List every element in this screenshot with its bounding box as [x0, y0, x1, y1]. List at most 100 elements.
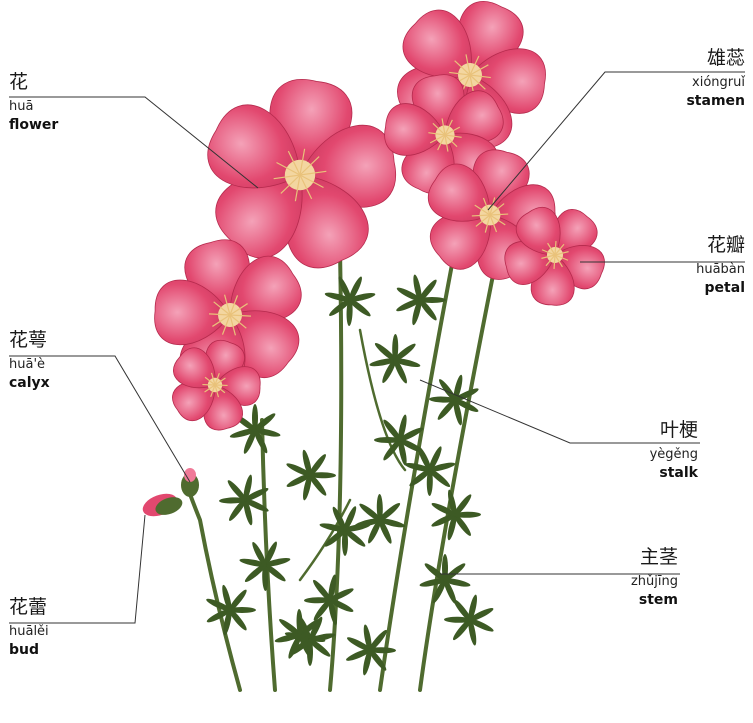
- leaf-lobe: [398, 438, 424, 453]
- stamen-filament: [212, 314, 231, 327]
- leaf-cluster-3: [239, 541, 291, 591]
- leaf-cluster-1: [229, 404, 281, 454]
- stamen-filament: [208, 313, 231, 316]
- stamen-filament: [210, 372, 216, 386]
- stamen-filament: [454, 60, 471, 76]
- leaf-lobe: [453, 513, 471, 536]
- stamen-filament: [299, 156, 320, 176]
- stamen-filament: [280, 174, 301, 194]
- label-calyx-zh: 花萼: [9, 329, 48, 351]
- leaf-lobe: [313, 598, 332, 621]
- flower-large-top-left: [207, 79, 397, 269]
- leaf-lobe: [431, 503, 457, 517]
- stamen-filament: [444, 134, 449, 152]
- leaf-cluster-4: [206, 584, 256, 636]
- bud-sepals: [155, 497, 183, 515]
- leaf-lobe: [228, 607, 256, 613]
- label-stamen: 雄蕊 xióngruǐ stamen: [686, 47, 745, 109]
- label-petal-zh: 花瓣: [706, 234, 745, 256]
- leaf-lobe: [398, 427, 424, 442]
- stamen-filament: [469, 74, 491, 79]
- stamen-filament: [276, 161, 301, 176]
- petal: [402, 9, 472, 79]
- leader-flower: [9, 96, 259, 189]
- leaf-lobe: [228, 608, 247, 631]
- label-stem-en: stem: [638, 591, 678, 608]
- stem-1: [183, 478, 242, 692]
- leaf-lobe: [206, 608, 232, 623]
- stamen-filament: [469, 55, 480, 76]
- stamen-filament: [428, 132, 446, 136]
- leaf-lobe: [412, 298, 422, 326]
- leaf-lobe: [368, 629, 388, 652]
- leaf-lobe: [453, 398, 462, 426]
- leaf-lobe: [374, 437, 402, 443]
- leader-stalk: [419, 379, 700, 444]
- leaf-lobe: [468, 608, 494, 622]
- stamen-filament: [299, 174, 324, 189]
- leaf-lobe: [343, 506, 357, 532]
- leaf-lobe: [428, 446, 442, 472]
- leaf-lobe: [324, 528, 347, 547]
- label-petal-en: petal: [704, 279, 745, 296]
- petal: [154, 279, 231, 346]
- label-flower: 花 huā flower: [9, 71, 58, 133]
- leaf-lobe: [418, 297, 446, 303]
- leaf-lobe: [376, 494, 383, 522]
- stamen-filament: [553, 254, 556, 270]
- leaf-lobe: [338, 276, 352, 302]
- leaf-lobe: [393, 343, 416, 362]
- leaf-lobe: [378, 518, 392, 544]
- stamen-filament: [273, 174, 301, 180]
- leaf-cluster-15: [324, 276, 376, 326]
- stamen-filament: [299, 148, 306, 176]
- leaf-lobe: [229, 498, 247, 521]
- stamen-filament: [471, 214, 491, 217]
- leaf-lobe: [468, 618, 494, 632]
- leaf-lobe: [206, 598, 232, 612]
- leaf-lobe: [227, 480, 247, 502]
- stamen-filament: [489, 213, 509, 216]
- label-stamen-pinyin: xióngruǐ: [692, 74, 745, 90]
- leaf-lobe: [343, 528, 366, 547]
- stamen-filament: [545, 254, 556, 267]
- leaf-lobe: [378, 502, 401, 522]
- leaf-lobe: [453, 511, 481, 518]
- leaf-lobe: [253, 413, 276, 432]
- leaf-lobe: [468, 594, 477, 622]
- leaf-lobe: [263, 563, 286, 582]
- leader-calyx: [9, 355, 191, 483]
- leaf-lobe: [442, 554, 448, 582]
- stamen-filament: [429, 134, 446, 144]
- leaf-lobe: [328, 588, 354, 602]
- label-stalk-en: stalk: [659, 464, 698, 481]
- leaf-lobe: [243, 488, 269, 502]
- leaf-lobe: [359, 503, 382, 522]
- stamen-filament: [547, 242, 556, 256]
- leaf-lobe: [288, 638, 312, 656]
- stamen-filament: [214, 384, 220, 398]
- stamen-filament: [437, 134, 446, 151]
- stamen-filament: [554, 251, 569, 256]
- stamen-filament: [214, 384, 226, 394]
- leaf-lobe: [328, 598, 337, 626]
- stamen-filament: [554, 254, 563, 268]
- leaf-lobe: [418, 298, 437, 321]
- label-petal-pinyin: huābàn: [696, 261, 745, 277]
- leaf-lobe: [439, 379, 457, 402]
- label-calyx: 花萼 huā'è calyx: [9, 329, 50, 391]
- leaf-lobe: [452, 618, 472, 641]
- stamen-filament: [229, 314, 237, 336]
- leaf-lobe: [409, 468, 432, 487]
- leaf-cluster-16: [396, 274, 446, 326]
- leaf-lobe: [219, 497, 247, 504]
- leaf-lobe: [308, 638, 331, 657]
- leaf-lobe: [222, 584, 232, 612]
- label-bud-zh: 花蕾: [9, 596, 48, 618]
- leaf-lobe: [363, 624, 372, 652]
- stamen-filament: [474, 204, 491, 216]
- leaf-lobe: [286, 463, 312, 477]
- leaf-lobe: [319, 523, 347, 532]
- leaf-lobe: [428, 468, 451, 488]
